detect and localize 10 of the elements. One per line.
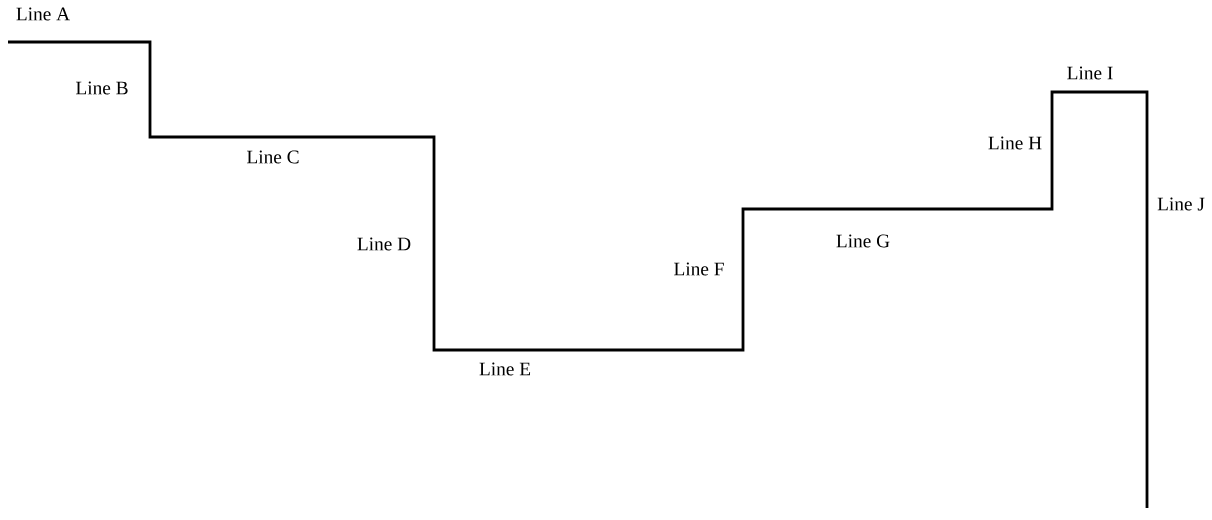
line-label: Line E [479,362,531,376]
line-label: Line I [1067,66,1113,80]
line-label: Line H [988,136,1042,150]
line-label: Line G [836,234,890,248]
line-label: Line C [247,150,299,164]
line-label: Line A [16,7,70,21]
line-label: Line D [357,237,411,251]
line-label: Line F [674,262,724,276]
line-label: Line J [1157,197,1205,211]
line-label: Line B [76,81,128,95]
